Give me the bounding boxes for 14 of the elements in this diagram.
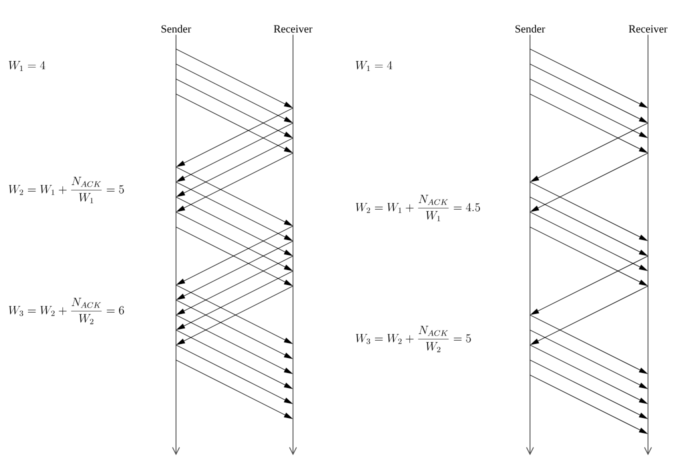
lifeline-label: Receiver [628, 25, 668, 33]
formula: $W_2 = W_1 + \frac{N_{ACK}}{W_1} = 4.5$ [356, 194, 480, 222]
formula: $W_2 = W_1 + \frac{N_{ACK}}{W_1} = 5$ [8, 176, 124, 204]
lifeline [644, 34, 652, 456]
formula: $W_3 = W_2 + \frac{N_{ACK}}{W_2} = 6$ [8, 298, 124, 324]
lifeline-label: Sender [162, 24, 192, 33]
lifeline [289, 34, 297, 456]
lifeline [526, 34, 534, 456]
formula: $W_1 = 4$ [356, 61, 392, 71]
lifeline [172, 34, 180, 456]
lifeline-label: Receiver [274, 25, 312, 33]
formula: $W_1 = 4$ [8, 61, 46, 71]
formula: $W_3 = W_2 + \frac{N_{ACK}}{W_2} = 5$ [356, 326, 471, 352]
lifeline-label: Sender [516, 24, 546, 33]
